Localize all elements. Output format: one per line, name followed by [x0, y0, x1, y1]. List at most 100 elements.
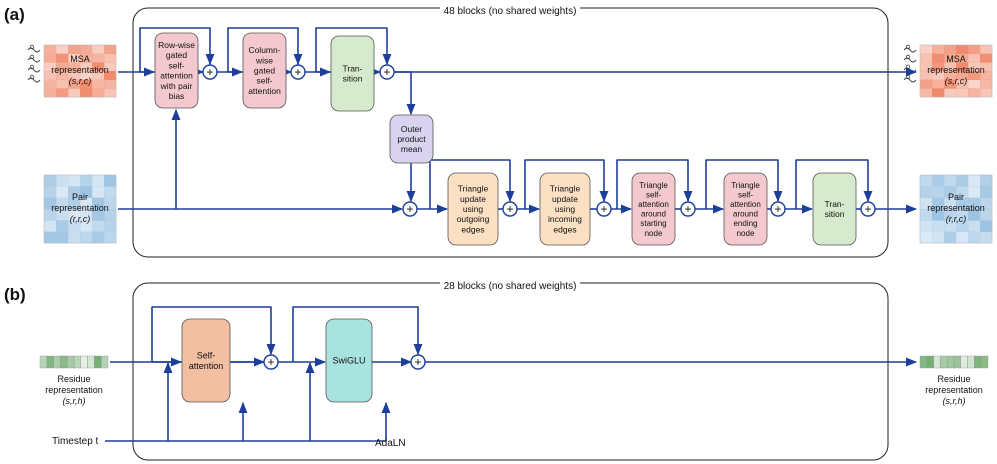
triangle-incoming-box-label-line: incoming: [548, 214, 582, 224]
msa-transition-box-label-line: Tran-: [343, 63, 363, 73]
msa-output-heatmap-cell: [920, 45, 933, 54]
pair-output-heatmap: [919, 174, 993, 244]
msa-output-heatmap-cell: [956, 53, 969, 63]
msa-output-label-line: representation: [927, 65, 985, 75]
pair-input-label-line: Pair: [72, 192, 88, 202]
pair-output-heatmap-cell: [956, 186, 969, 198]
row-attention-box-label-line: self-: [168, 60, 184, 70]
pair-transition-box-label-line: sition: [825, 209, 845, 219]
triangle-starting-box-label-line: self-: [646, 190, 661, 199]
pair-input-heatmap: [43, 174, 117, 244]
msa-output-heatmap-cell: [980, 79, 993, 89]
pair-output-heatmap-cell: [968, 209, 981, 221]
msa-input-heatmap-cell: [92, 62, 105, 72]
msa-input-heatmap-cell: [68, 45, 81, 54]
pair-sum-node-1: +: [402, 201, 418, 217]
msa-input-heatmap-cell: [104, 71, 117, 80]
pair-sum-node-6-symbol: +: [864, 202, 871, 216]
residue-output-strip-cell: [967, 355, 975, 369]
msa-input-heatmap-cell: [44, 88, 57, 98]
msa-sum-node-2-circle: [290, 64, 306, 80]
pair-input-heatmap-cell: [80, 231, 93, 244]
pair-output-heatmap-cell: [932, 186, 945, 198]
msa-input-heatmap-cell: [80, 71, 93, 80]
msa-skip-1: [139, 27, 215, 72]
residue-output-label-line: Residue: [937, 374, 970, 384]
residue-input-strip-cell: [100, 355, 109, 369]
residue-output-strip-cell: [981, 355, 989, 369]
msa-output-heatmap-cell: [932, 53, 945, 63]
msa-input-heatmap-cell: [80, 45, 93, 54]
residue-input-strip-cell: [80, 355, 88, 369]
residue-input-strip-cell: [87, 355, 95, 369]
triangle-starting-box-label-line: attention: [638, 200, 669, 209]
residue-input-strip-cell: [73, 355, 82, 369]
pair-sum-node-5-circle: [770, 201, 786, 217]
residue-output-strip-cell: [974, 355, 982, 369]
pair-input-label-line: representation: [51, 203, 109, 213]
pair-output-heatmap-cell: [932, 220, 945, 232]
timestep-to-attn: [168, 401, 248, 442]
triangle-starting-box: [631, 172, 676, 246]
msa-input-heatmap-cell: [44, 79, 57, 89]
residue-output-strip: [919, 355, 989, 369]
pair-input-heatmap-cell: [68, 209, 81, 221]
msa-output-heatmap-cell: [968, 62, 981, 72]
timestep-to-swiglu: [310, 401, 391, 442]
pair-output-heatmap-cell: [980, 186, 993, 198]
triangle-ending-box: [723, 172, 768, 246]
msa-output-heatmap-cell: [944, 53, 957, 63]
msa-output-heatmap-cell: [980, 88, 993, 98]
pair-output-heatmap-cell: [968, 220, 981, 232]
pair-output-heatmap-cell: [968, 231, 981, 244]
pair-output-heatmap-cell: [932, 231, 945, 244]
triangle-ending-box-label-line: ending: [733, 219, 757, 228]
pair-input-heatmap-cell: [92, 231, 105, 244]
residue-output-strip-cell: [926, 355, 934, 369]
msa-output-heatmap-cell: [968, 45, 981, 54]
pair-output-heatmap-cell: [968, 186, 981, 198]
pair-output-label-line: representation: [927, 203, 985, 213]
residue-input-label-line: Residue: [57, 374, 90, 384]
pair-input-heatmap-cell: [104, 209, 117, 221]
triangle-incoming-box: [539, 172, 591, 246]
pair-input-heatmap-cell: [56, 186, 69, 198]
pair-skip-2: [524, 159, 609, 209]
msa-sum-node-1-symbol: +: [206, 65, 213, 79]
panel-b-frame: [132, 282, 889, 461]
outer-product-mean-box: [389, 114, 434, 164]
msa-output-glyphs-squiggle: [903, 47, 917, 53]
residue-sum-node-2-circle: [410, 354, 426, 370]
msa-skip-3: [315, 27, 392, 72]
row-attention-box-label-line: with pair: [160, 81, 193, 91]
pair-output-heatmap-cell: [920, 197, 933, 210]
pair-output-heatmap-cell: [980, 220, 993, 232]
pair-output-heatmap-cell: [956, 231, 969, 244]
pair-output-heatmap-cell: [920, 209, 933, 221]
msa-input-heatmap-cell: [92, 53, 105, 63]
pair-input-heatmap-cell: [104, 220, 117, 232]
pair-sum-node-3: +: [596, 201, 612, 217]
triangle-incoming-box-label-line: update: [552, 194, 578, 204]
pair-input-heatmap-cell: [92, 186, 105, 198]
column-attention-box: [242, 32, 287, 109]
pair-skip-5: [795, 159, 873, 209]
pair-transition-box-label-line: Tran-: [825, 199, 845, 209]
pair-output-heatmap-cell: [920, 231, 933, 244]
msa-output-heatmap-cell: [944, 88, 957, 98]
self-attention-box: [181, 318, 231, 403]
pair-input-heatmap-cell: [92, 175, 105, 187]
residue-input-strip-cell: [53, 355, 61, 369]
msa-input-label-line: representation: [51, 65, 109, 75]
pair-input-heatmap-cell: [104, 175, 117, 187]
pair-sum-node-4: +: [680, 201, 696, 217]
triangle-ending-box-label-line: attention: [730, 200, 761, 209]
msa-skip-2: [227, 27, 303, 72]
pair-input-heatmap-cell: [56, 220, 69, 232]
